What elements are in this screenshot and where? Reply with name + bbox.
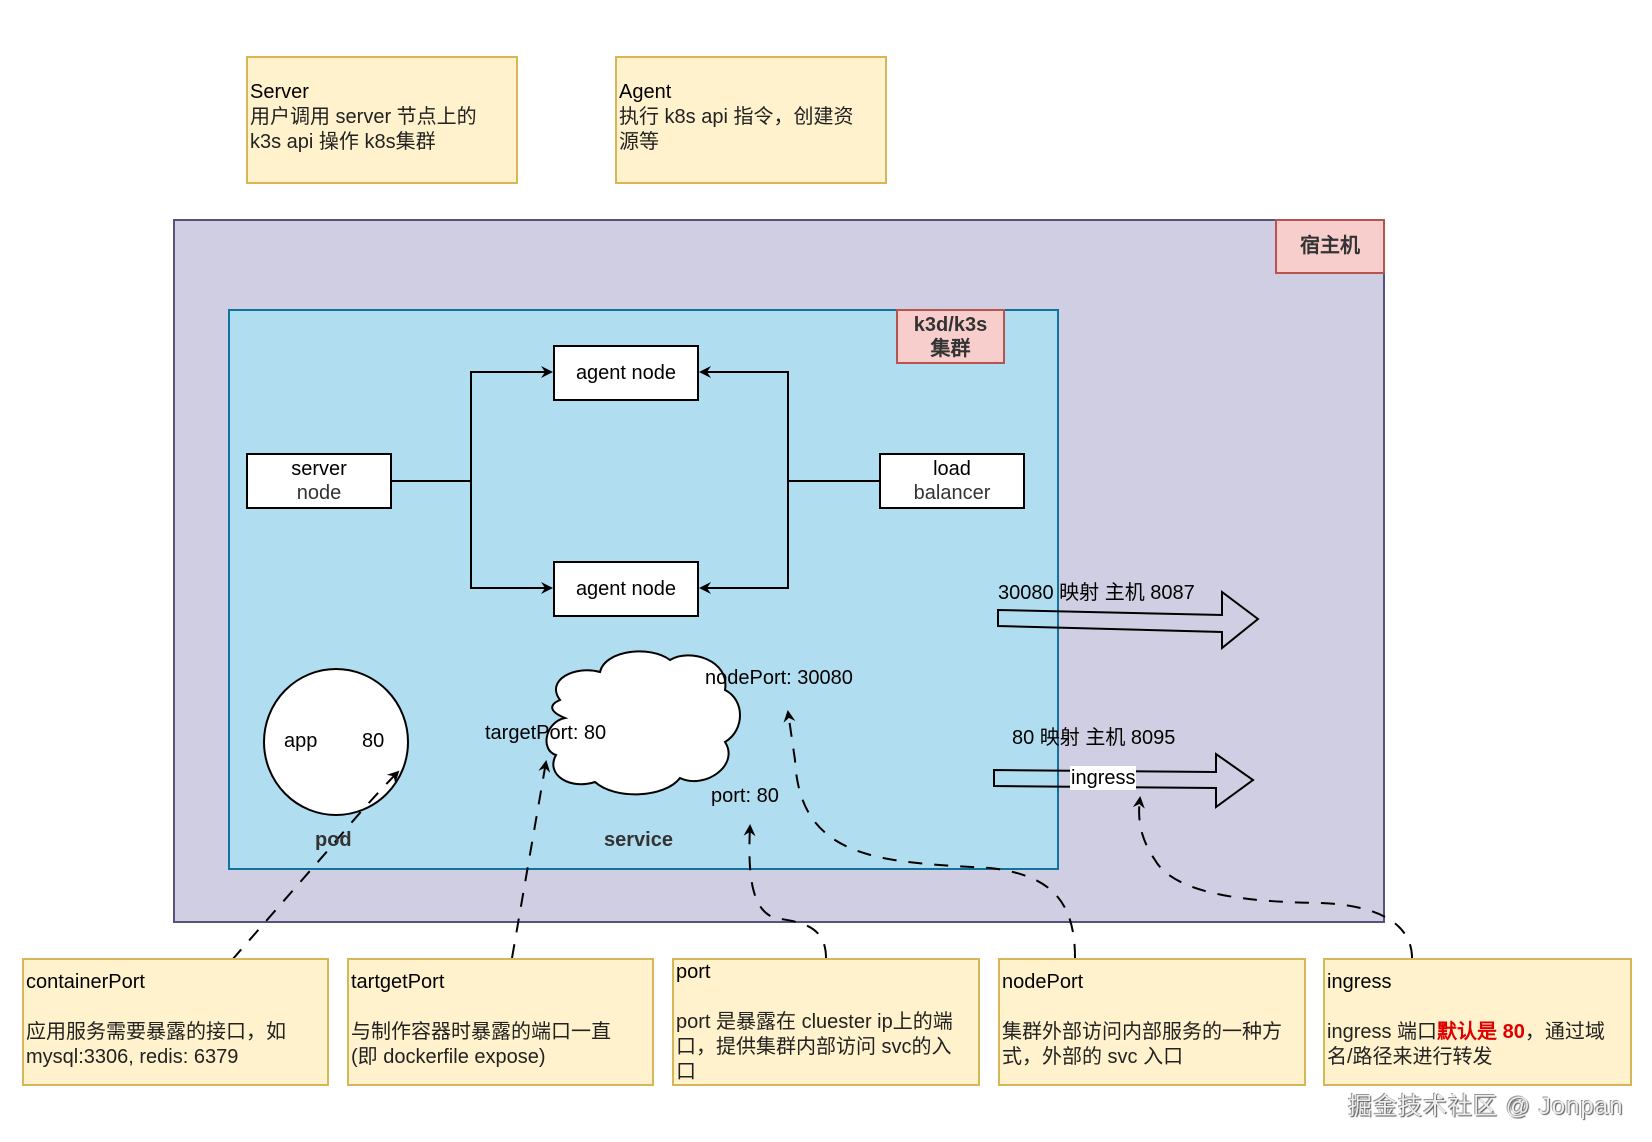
host-machine-label: 宿主机 <box>1275 219 1385 274</box>
agent-node-bottom[interactable]: agent node <box>553 561 699 617</box>
agent-node-top[interactable]: agent node <box>553 345 699 401</box>
pod-port-label: 80 <box>362 730 385 752</box>
agent-note-title: Agent <box>619 81 672 103</box>
note-line: ingress 端口默认是 80，通过域 <box>1327 1020 1628 1045</box>
note-line-suffix: ，通过域 <box>1524 1021 1605 1043</box>
cluster-label-line1: k3d/k3s <box>913 314 988 336</box>
note-line: 集群外部访问内部服务的一种方 <box>1002 1021 1282 1043</box>
server-node-line1: server <box>291 458 347 480</box>
server-note-title: Server <box>250 81 309 103</box>
server-note: Server 用户调用 server 节点上的 k3s api 操作 k8s集群 <box>246 56 518 184</box>
agent-node-top-label: agent node <box>575 362 677 384</box>
pod-app-label: app <box>284 730 318 752</box>
host-label-text: 宿主机 <box>1300 235 1360 257</box>
note-highlight: 默认是 80 <box>1437 1021 1525 1043</box>
cluster-label: k3d/k3s 集群 <box>896 309 1005 364</box>
nodeport-note: nodePort 集群外部访问内部服务的一种方 式，外部的 svc 入口 <box>998 958 1306 1086</box>
node-port-label: nodePort: 30080 <box>705 667 853 689</box>
service-label: service <box>604 829 673 851</box>
note-title: containerPort <box>26 971 145 993</box>
ingress-mapping-label: 80 映射 主机 8095 <box>1012 727 1176 749</box>
note-line: (即 dockerfile expose) <box>351 1046 546 1068</box>
note-title: ingress <box>1327 971 1392 993</box>
server-note-line: k3s api 操作 k8s集群 <box>250 131 436 153</box>
ingress-arrow-label: ingress <box>1070 766 1137 790</box>
server-node[interactable]: server node <box>246 453 392 509</box>
server-node-line2: node <box>296 482 342 504</box>
agent-note: Agent 执行 k8s api 指令，创建资 源等 <box>615 56 887 184</box>
note-line: 式，外部的 svc 入口 <box>1002 1046 1184 1068</box>
target-port-label: targetPort: 80 <box>485 722 607 744</box>
server-note-line: 用户调用 server 节点上的 <box>250 106 477 128</box>
load-balancer-node[interactable]: load balancer <box>879 453 1025 509</box>
note-line: 口，提供集群内部访问 svc的入 <box>676 1036 952 1058</box>
ingress-note: ingress ingress 端口默认是 80，通过域 名/路径来进行转发 <box>1323 958 1632 1086</box>
watermark: 掘金技术社区 @ Jonpan <box>1348 1093 1624 1120</box>
note-line: 与制作容器时暴露的端口一直 <box>351 1021 611 1043</box>
containerport-note: containerPort 应用服务需要暴露的接口，如 mysql:3306, … <box>22 958 329 1086</box>
agent-node-bottom-label: agent node <box>575 578 677 600</box>
note-line: 名/路径来进行转发 <box>1327 1046 1493 1068</box>
note-title: tartgetPort <box>351 971 445 993</box>
agent-note-line: 源等 <box>619 131 659 153</box>
port-note: port port 是暴露在 cluester ip上的端 口，提供集群内部访问… <box>672 958 980 1086</box>
note-line: 口 <box>676 1061 696 1083</box>
load-balancer-line2: balancer <box>913 482 991 504</box>
note-title: nodePort <box>1002 971 1084 993</box>
note-line: 应用服务需要暴露的接口，如 <box>26 1021 286 1043</box>
nodeport-mapping-label: 30080 映射 主机 8087 <box>998 582 1195 604</box>
service-port-label: port: 80 <box>711 785 779 807</box>
note-line: port 是暴露在 cluester ip上的端 <box>676 1011 953 1033</box>
pod-label: pod <box>315 829 352 851</box>
targetport-note: tartgetPort 与制作容器时暴露的端口一直 (即 dockerfile … <box>347 958 654 1086</box>
agent-note-line: 执行 k8s api 指令，创建资 <box>619 106 854 128</box>
note-line-prefix: ingress 端口 <box>1327 1021 1438 1043</box>
note-title: port <box>676 961 711 983</box>
note-line: mysql:3306, redis: 6379 <box>26 1046 239 1068</box>
cluster-label-line2: 集群 <box>930 338 971 360</box>
load-balancer-line1: load <box>933 458 971 480</box>
